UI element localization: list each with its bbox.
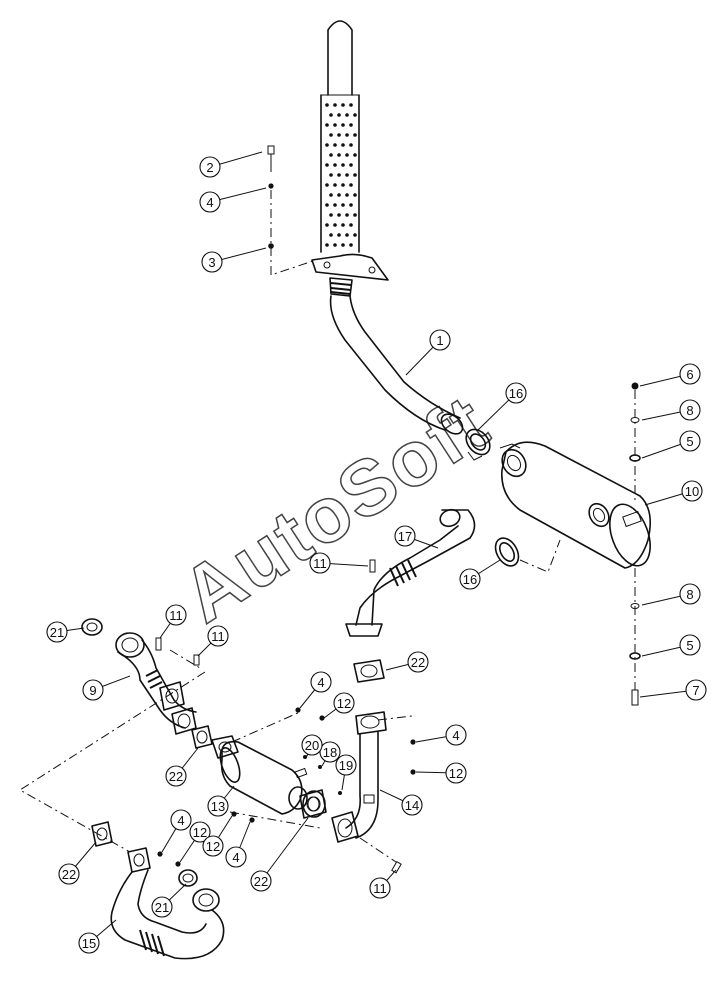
callout-circle-c17: [394, 525, 416, 547]
tail-pipe-assembly: [311, 20, 464, 435]
callout-circle-c4e: [225, 846, 247, 868]
callout-label-c1: 1: [436, 333, 443, 348]
callout-circle-c11b: [165, 604, 187, 626]
callout-circle-c4c: [445, 724, 467, 746]
callout-label-c15: 15: [82, 936, 96, 951]
callout-label-c21b: 21: [155, 900, 169, 915]
callout-label-c21a: 21: [50, 625, 64, 640]
muffler-mount-hardware: [629, 382, 641, 706]
callout-circle-c20: [301, 734, 323, 756]
callout-circle-c11a: [309, 552, 331, 574]
pipe-17: [345, 508, 476, 637]
watermark: AutoSoft: [166, 377, 503, 639]
callout-circle-c1: [429, 329, 451, 351]
clamp-16-upper: [465, 428, 491, 461]
callout-circle-c16a: [505, 382, 527, 404]
callout-circle-c8a: [679, 399, 701, 421]
callout-circle-c4d: [170, 809, 192, 831]
callout-circle-c11c: [207, 625, 229, 647]
callout-label-c4e: 4: [232, 850, 239, 865]
callout-label-c6: 6: [686, 367, 693, 382]
callout-circle-c12a: [333, 692, 355, 714]
muffler: [499, 441, 651, 569]
callout-circle-c12c: [189, 821, 211, 843]
callout-circle-c14: [401, 794, 423, 816]
gasket-22-lower: [299, 789, 327, 819]
callout-label-c12c: 12: [193, 825, 207, 840]
callout-label-c4a: 4: [206, 195, 213, 210]
pipe-14: [331, 711, 387, 843]
callout-circle-c4b: [310, 671, 332, 693]
callout-label-c8a: 8: [686, 403, 693, 418]
callout-circle-c22b: [165, 765, 187, 787]
callout-label-c12b: 12: [449, 766, 463, 781]
callout-label-c11a: 11: [313, 556, 327, 571]
callout-label-c7: 7: [692, 683, 699, 698]
callout-label-c12a: 12: [337, 696, 351, 711]
callout-label-c14: 14: [405, 798, 419, 813]
pipe-9: [115, 632, 197, 735]
callout-circle-c5a: [679, 430, 701, 452]
callout-label-c11b: 11: [169, 608, 183, 623]
callout-circle-c7: [685, 679, 707, 701]
clamp-16-lower: [494, 537, 561, 573]
callout-label-c4d: 4: [177, 813, 184, 828]
callout-circle-c4a: [199, 191, 221, 213]
callout-circle-c10: [681, 480, 703, 502]
callout-label-c9: 9: [89, 683, 96, 698]
callout-label-c2: 2: [206, 160, 213, 175]
callout-circle-c12b: [445, 762, 467, 784]
callout-label-c16a: 16: [509, 386, 523, 401]
callout-circle-c13: [207, 795, 229, 817]
callout-label-c20: 20: [305, 738, 319, 753]
callout-circle-c22a: [407, 651, 429, 673]
callout-circle-c12d: [202, 835, 224, 857]
callout-label-c3: 3: [208, 255, 215, 270]
callout-label-c22c: 22: [62, 867, 76, 882]
callout-label-c18: 18: [323, 745, 337, 760]
gasket-22-upper: [353, 659, 385, 683]
perforation-pattern: [325, 103, 357, 247]
callout-circle-c6: [679, 363, 701, 385]
callout-circle-c21a: [46, 621, 68, 643]
callout-label-c13: 13: [211, 799, 225, 814]
callout-circle-c18: [319, 741, 341, 763]
callout-label-c11c: 11: [211, 629, 225, 644]
callout-circle-c15: [78, 932, 100, 954]
callout-circle-c19: [335, 754, 357, 776]
callout-label-c17: 17: [398, 529, 412, 544]
callout-label-c5b: 5: [686, 638, 693, 653]
callout-label-c8b: 8: [686, 587, 693, 602]
callout-label-c16b: 16: [463, 572, 477, 587]
bolt-stack-top: [267, 145, 317, 276]
callout-label-c12d: 12: [206, 839, 220, 854]
callout-label-c4b: 4: [317, 675, 324, 690]
callout-label-c22b: 22: [169, 769, 183, 784]
callout-label-c4c: 4: [452, 728, 459, 743]
callout-label-c5a: 5: [686, 434, 693, 449]
callout-label-c22d: 22: [254, 874, 268, 889]
callout-circle-c22c: [58, 863, 80, 885]
callout-circle-c21b: [151, 896, 173, 918]
callout-circle-c16b: [459, 568, 481, 590]
callout-leader-c22d: [260, 817, 309, 882]
callout-label-c10: 10: [685, 484, 699, 499]
callout-label-c22a: 22: [411, 655, 425, 670]
callout-circle-c11d: [369, 877, 391, 899]
callout-circle-c8b: [679, 583, 701, 605]
callout-label-c19: 19: [339, 758, 353, 773]
callout-circle-c2: [199, 156, 221, 178]
gasket-21-upper: [81, 618, 103, 636]
gasket-22-mid: [191, 725, 213, 749]
callout-circle-c22d: [250, 870, 272, 892]
callout-circle-c5b: [679, 634, 701, 656]
callout-label-c11d: 11: [373, 881, 387, 896]
callout-circle-c3: [201, 251, 223, 273]
assembly-centerlines: [19, 649, 413, 863]
callout-circle-c9: [82, 679, 104, 701]
